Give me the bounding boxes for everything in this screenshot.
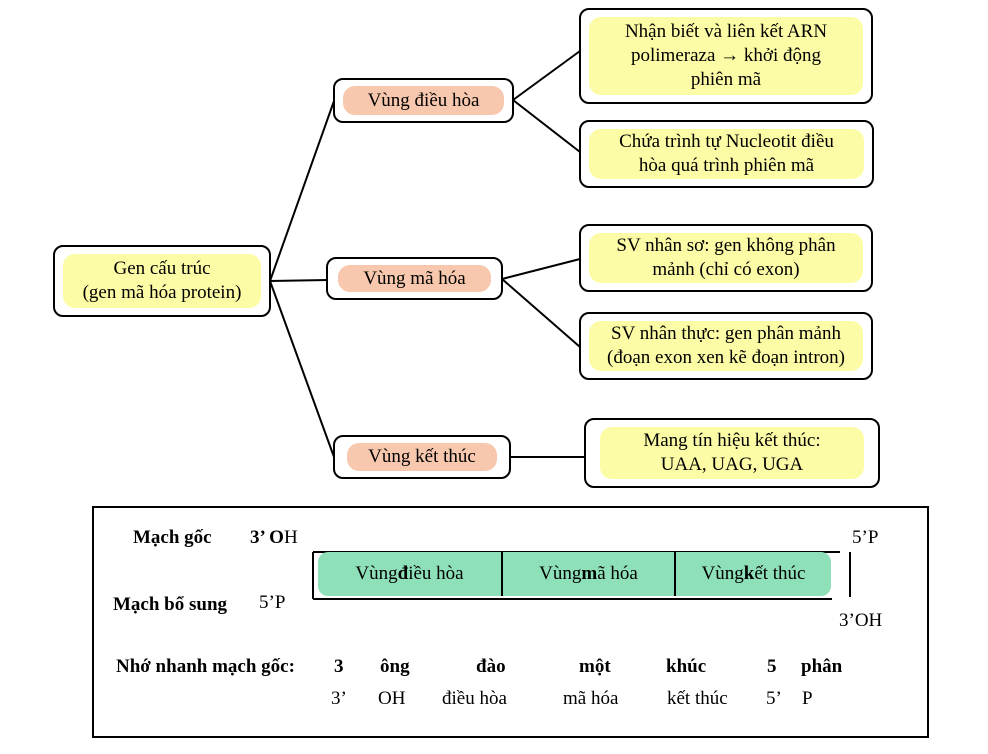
detail-1-line-2: polimeraza → khởi động: [631, 45, 821, 66]
detail-5-line-1: Mang tín hiệu kết thúc:: [643, 430, 821, 451]
template-strand-label: Mạch gốc: [133, 527, 212, 548]
mnemonic-meaning-5-prime: 5’: [766, 688, 782, 709]
template-left-suffix: H: [283, 527, 298, 548]
mnemonic-meaning-ma-hoa: mã hóa: [563, 688, 619, 709]
mnemonic-label: Nhớ nhanh mạch gốc:: [116, 656, 295, 677]
detail-2-line-1: Chứa trình tự Nucleotit điều: [619, 131, 834, 152]
region-node-ma-hoa: Vùng mã hóa: [326, 257, 503, 300]
coding-strand-right-end: 3’OH: [839, 610, 883, 631]
detail-1-line-3: phiên mã: [690, 69, 762, 90]
detail-4-line-2: (đoạn exon xen kẽ đoạn intron): [607, 347, 845, 368]
mnemonic-word-mot: một: [579, 656, 611, 677]
region-label-ket-thuc: Vùng kết thúc: [368, 446, 476, 467]
mnemonic-meaning-dieu-hoa: điều hòa: [442, 688, 507, 709]
region-node-ket-thuc: Vùng kết thúc: [333, 435, 511, 479]
detail-2-line-2: hòa quá trình phiên mã: [638, 155, 815, 176]
mnemonic-word-5: 5: [767, 656, 777, 677]
mnemonic-word-3: 3: [334, 656, 344, 677]
region-label-ma-hoa: Vùng mã hóa: [363, 267, 466, 289]
mnemonic-word-ong: ông: [380, 656, 410, 677]
detail-3-line-2: mảnh (chỉ có exon): [652, 259, 800, 280]
root-line-1: Gen cấu trúc: [113, 258, 211, 279]
detail-4-line-1: SV nhân thực: gen phân mảnh: [611, 323, 841, 344]
root-node-gen-cau-truc: Gen cấu trúc (gen mã hóa protein): [53, 245, 271, 317]
detail-1-line-1: Nhận biết và liên kết ARN: [624, 21, 828, 42]
detail-3-line-1: SV nhân sơ: gen không phân: [616, 235, 836, 256]
region-label-dieu-hoa: Vùng điều hòa: [367, 89, 480, 111]
detail-node-trinh-tu-nucleotit: Chứa trình tự Nucleotit điều hòa quá trì…: [579, 120, 874, 188]
mnemonic-word-phan: phân: [801, 656, 843, 677]
detail-node-nhan-so: SV nhân sơ: gen không phân mảnh (chỉ có …: [579, 224, 873, 292]
template-strand-left-end: 3’ OH: [250, 527, 298, 549]
detail-5-line-2: UAA, UAG, UGA: [660, 454, 804, 475]
mnemonic-word-khuc: khúc: [666, 656, 707, 677]
coding-strand-left-end: 5’P: [259, 592, 286, 613]
detail-node-arn-polimeraza: Nhận biết và liên kết ARN polimeraza → k…: [579, 8, 873, 104]
mnemonic-meaning-ket-thuc: kết thúc: [667, 688, 728, 709]
root-line-2: (gen mã hóa protein): [82, 282, 242, 303]
template-strand-right-end: 5’P: [852, 527, 879, 548]
mnemonic-meaning-oh: OH: [378, 688, 406, 709]
mnemonic-meaning-p: P: [802, 688, 813, 709]
mnemonic-meaning-3-prime: 3’: [331, 688, 347, 709]
mnemonic-word-dao: đào: [476, 656, 506, 677]
coding-strand-label: Mạch bổ sung: [113, 594, 228, 615]
strand-panel: [92, 506, 929, 738]
detail-node-tin-hieu-ket-thuc: Mang tín hiệu kết thúc: UAA, UAG, UGA: [584, 418, 880, 488]
detail-node-nhan-thuc: SV nhân thực: gen phân mảnh (đoạn exon x…: [579, 312, 873, 380]
region-node-dieu-hoa: Vùng điều hòa: [333, 78, 514, 123]
template-left-prefix: 3’ O: [250, 527, 284, 548]
